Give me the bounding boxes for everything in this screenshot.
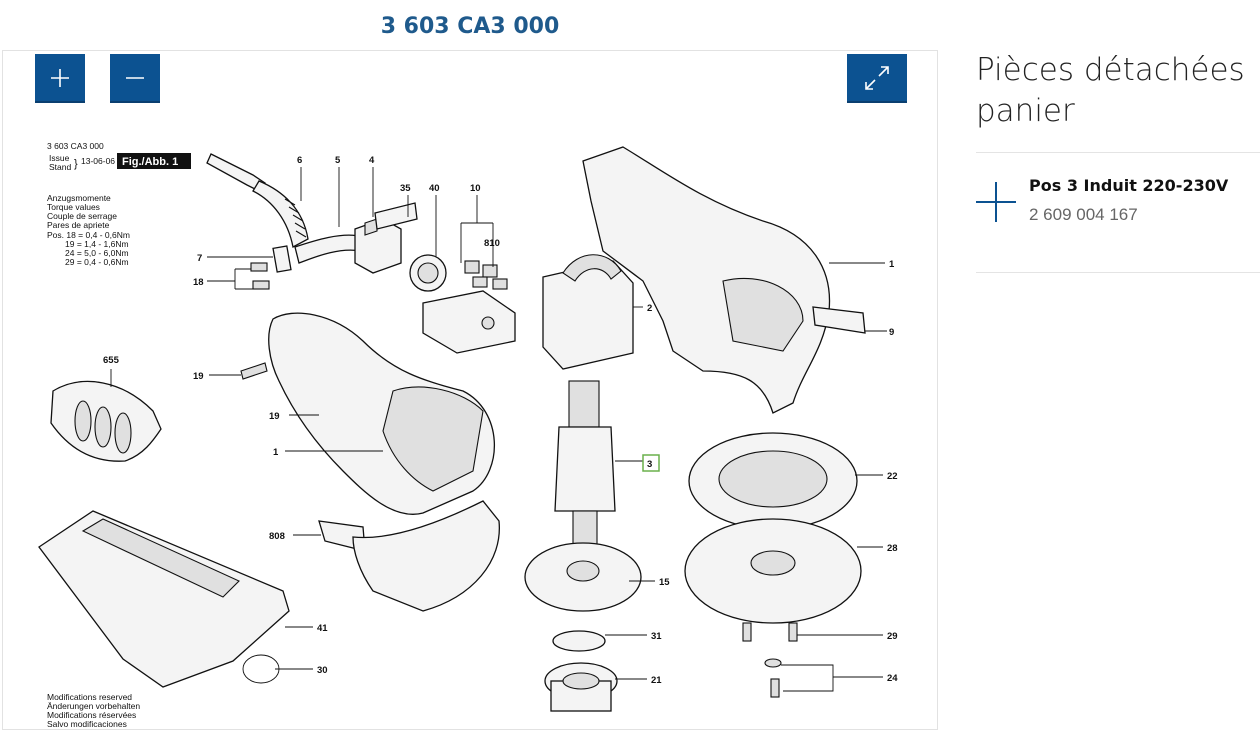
- drawing-issue-date: 13-06-06: [81, 156, 115, 166]
- torque-note-1: Anzugsmomente: [47, 193, 111, 203]
- add-to-cart-plus-icon[interactable]: [976, 182, 1016, 222]
- callout-35[interactable]: 35: [400, 183, 411, 194]
- minus-icon: [126, 76, 144, 79]
- housing-right-part: [582, 146, 866, 414]
- housing-left-part: [268, 312, 500, 612]
- bearing-part: [544, 662, 618, 712]
- torque-note-3: Couple de serrage: [47, 211, 117, 221]
- brace-glyph: }: [74, 158, 78, 170]
- callout-15[interactable]: 15: [659, 577, 670, 588]
- callout-19-top[interactable]: 19: [193, 371, 204, 382]
- sidebar-title-line-1: Pièces détachées: [976, 52, 1245, 88]
- dust-box-part: [38, 510, 290, 688]
- fig-label: Fig./Abb. 1: [122, 156, 178, 168]
- zoom-out-button[interactable]: [110, 54, 160, 103]
- callout-19-bottom[interactable]: 19: [269, 411, 280, 422]
- footer-note-2: Änderungen vorbehalten: [47, 701, 140, 711]
- callout-31[interactable]: 31: [651, 631, 662, 642]
- guard-part: [50, 380, 162, 462]
- torque-note-4: Pares de apriete: [47, 220, 110, 230]
- callout-810[interactable]: 810: [484, 238, 500, 249]
- leader-lines: [110, 167, 887, 692]
- sidebar-divider-top: [976, 152, 1260, 153]
- gear-part: [409, 254, 447, 292]
- part-name: Pos 3 Induit 220-230V: [1029, 176, 1229, 195]
- fan-part: [524, 542, 642, 612]
- sidebar-title-line-2: panier: [976, 93, 1075, 129]
- stator-part: [542, 254, 634, 370]
- drawing-issue-label: Issue: [49, 153, 70, 163]
- torque-note-2: Torque values: [47, 202, 100, 212]
- callout-10[interactable]: 10: [470, 183, 481, 194]
- callout-22[interactable]: 22: [887, 471, 898, 482]
- callout-7[interactable]: 7: [197, 253, 202, 264]
- callout-808[interactable]: 808: [269, 531, 285, 542]
- pad-screws: [742, 622, 798, 698]
- drawing-model: 3 603 CA3 000: [47, 141, 104, 151]
- callout-29[interactable]: 29: [887, 631, 898, 642]
- exploded-drawing: 3 603 CA3 000 Issue Stand } 13-06-06 Fig…: [38, 141, 898, 729]
- callout-3[interactable]: 3: [647, 459, 652, 470]
- callout-9[interactable]: 9: [889, 327, 894, 338]
- part-list-item: Pos 3 Induit 220-230V 2 609 004 167: [976, 172, 1260, 252]
- expand-arrows-icon: [865, 65, 889, 90]
- washer-part: [552, 630, 606, 652]
- callout-1-left[interactable]: 1: [273, 447, 279, 458]
- callout-5[interactable]: 5: [335, 155, 341, 166]
- electronics-board-part: [422, 260, 516, 354]
- page-title: 3 603 CA3 000: [380, 14, 560, 39]
- zoom-in-button[interactable]: [35, 54, 85, 103]
- callout-18[interactable]: 18: [193, 277, 204, 288]
- plus-icon: [51, 68, 69, 87]
- armature-part[interactable]: [554, 380, 616, 548]
- callout-1-right[interactable]: 1: [889, 259, 895, 270]
- callout-2[interactable]: 2: [647, 303, 652, 314]
- part-number: 2 609 004 167: [1029, 205, 1138, 224]
- callout-40[interactable]: 40: [429, 183, 440, 194]
- callout-4[interactable]: 4: [369, 155, 375, 166]
- torque-note-5: Pos. 18 = 0,4 - 0,6Nm: [47, 230, 130, 240]
- callout-21[interactable]: 21: [651, 675, 662, 686]
- exploded-view-viewer[interactable]: 3 603 CA3 000 Issue Stand } 13-06-06 Fig…: [2, 50, 938, 730]
- pad-plate-part: [688, 432, 858, 530]
- callout-28[interactable]: 28: [887, 543, 898, 554]
- torque-note-7: 24 = 5,0 - 6,0Nm: [65, 248, 129, 258]
- torque-note-8: 29 = 0,4 - 0,6Nm: [65, 257, 129, 267]
- drawing-stand-label: Stand: [49, 162, 71, 172]
- fig-label-box: [117, 153, 191, 169]
- callout-6[interactable]: 6: [297, 155, 302, 166]
- footer-note-4: Salvo modificaciones: [47, 719, 127, 729]
- callout-41[interactable]: 41: [317, 623, 328, 634]
- callout-24[interactable]: 24: [887, 673, 898, 684]
- sidebar-divider-bottom: [976, 272, 1260, 273]
- switch-part: [354, 202, 418, 274]
- sanding-pad-part: [684, 518, 862, 624]
- sidebar-title: Pièces détachées panier: [976, 50, 1260, 132]
- footer-note-1: Modifications reserved: [47, 692, 132, 702]
- fullscreen-button[interactable]: [847, 54, 907, 103]
- footer-note-3: Modifications réservées: [47, 710, 136, 720]
- callout-3-highlight: [642, 454, 660, 472]
- callout-30[interactable]: 30: [317, 665, 328, 676]
- callout-655[interactable]: 655: [103, 355, 120, 366]
- torque-note-6: 19 = 1,4 - 1,6Nm: [65, 239, 129, 249]
